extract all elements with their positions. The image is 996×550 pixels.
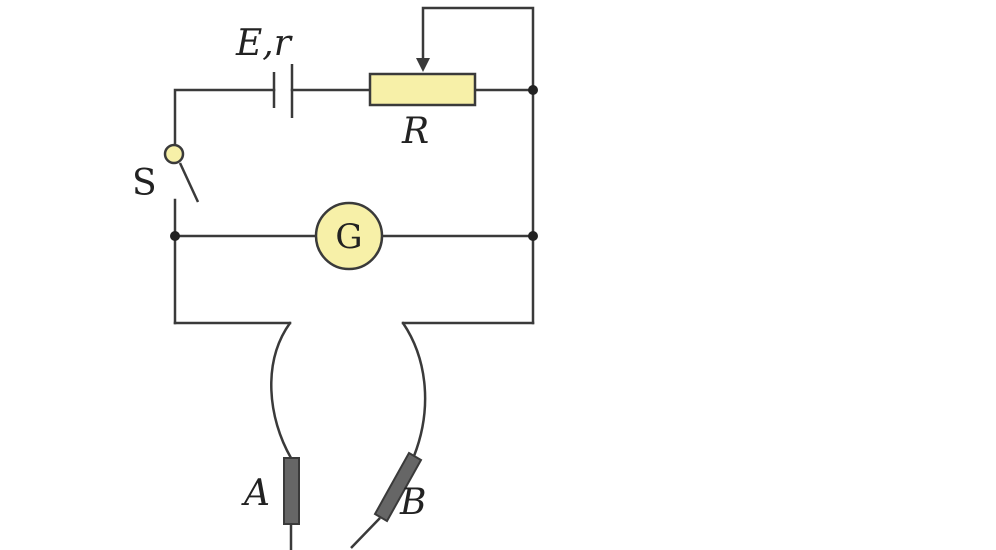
probe-b	[350, 451, 423, 549]
label-galvanometer: G	[335, 217, 362, 257]
label-resistor: R	[401, 111, 429, 152]
label-probe-b: B	[399, 482, 426, 523]
junction-middle-left	[170, 231, 180, 241]
wire-top-left	[173, 88, 276, 147]
slider-arrowhead	[416, 58, 430, 72]
battery	[272, 64, 294, 118]
probe-b-lead	[401, 321, 427, 458]
galvanometer	[314, 201, 384, 271]
label-probe-a: A	[241, 473, 270, 514]
resistor-r	[368, 72, 477, 107]
probe-a	[283, 457, 300, 550]
label-emf: E,r	[235, 23, 293, 64]
junction-middle-right	[528, 231, 538, 241]
junction-top-right	[528, 85, 538, 95]
label-switch: S	[132, 163, 157, 204]
probe-a-lead	[270, 321, 293, 460]
switch-s	[163, 143, 200, 203]
wire-slider-loop	[421, 6, 535, 92]
